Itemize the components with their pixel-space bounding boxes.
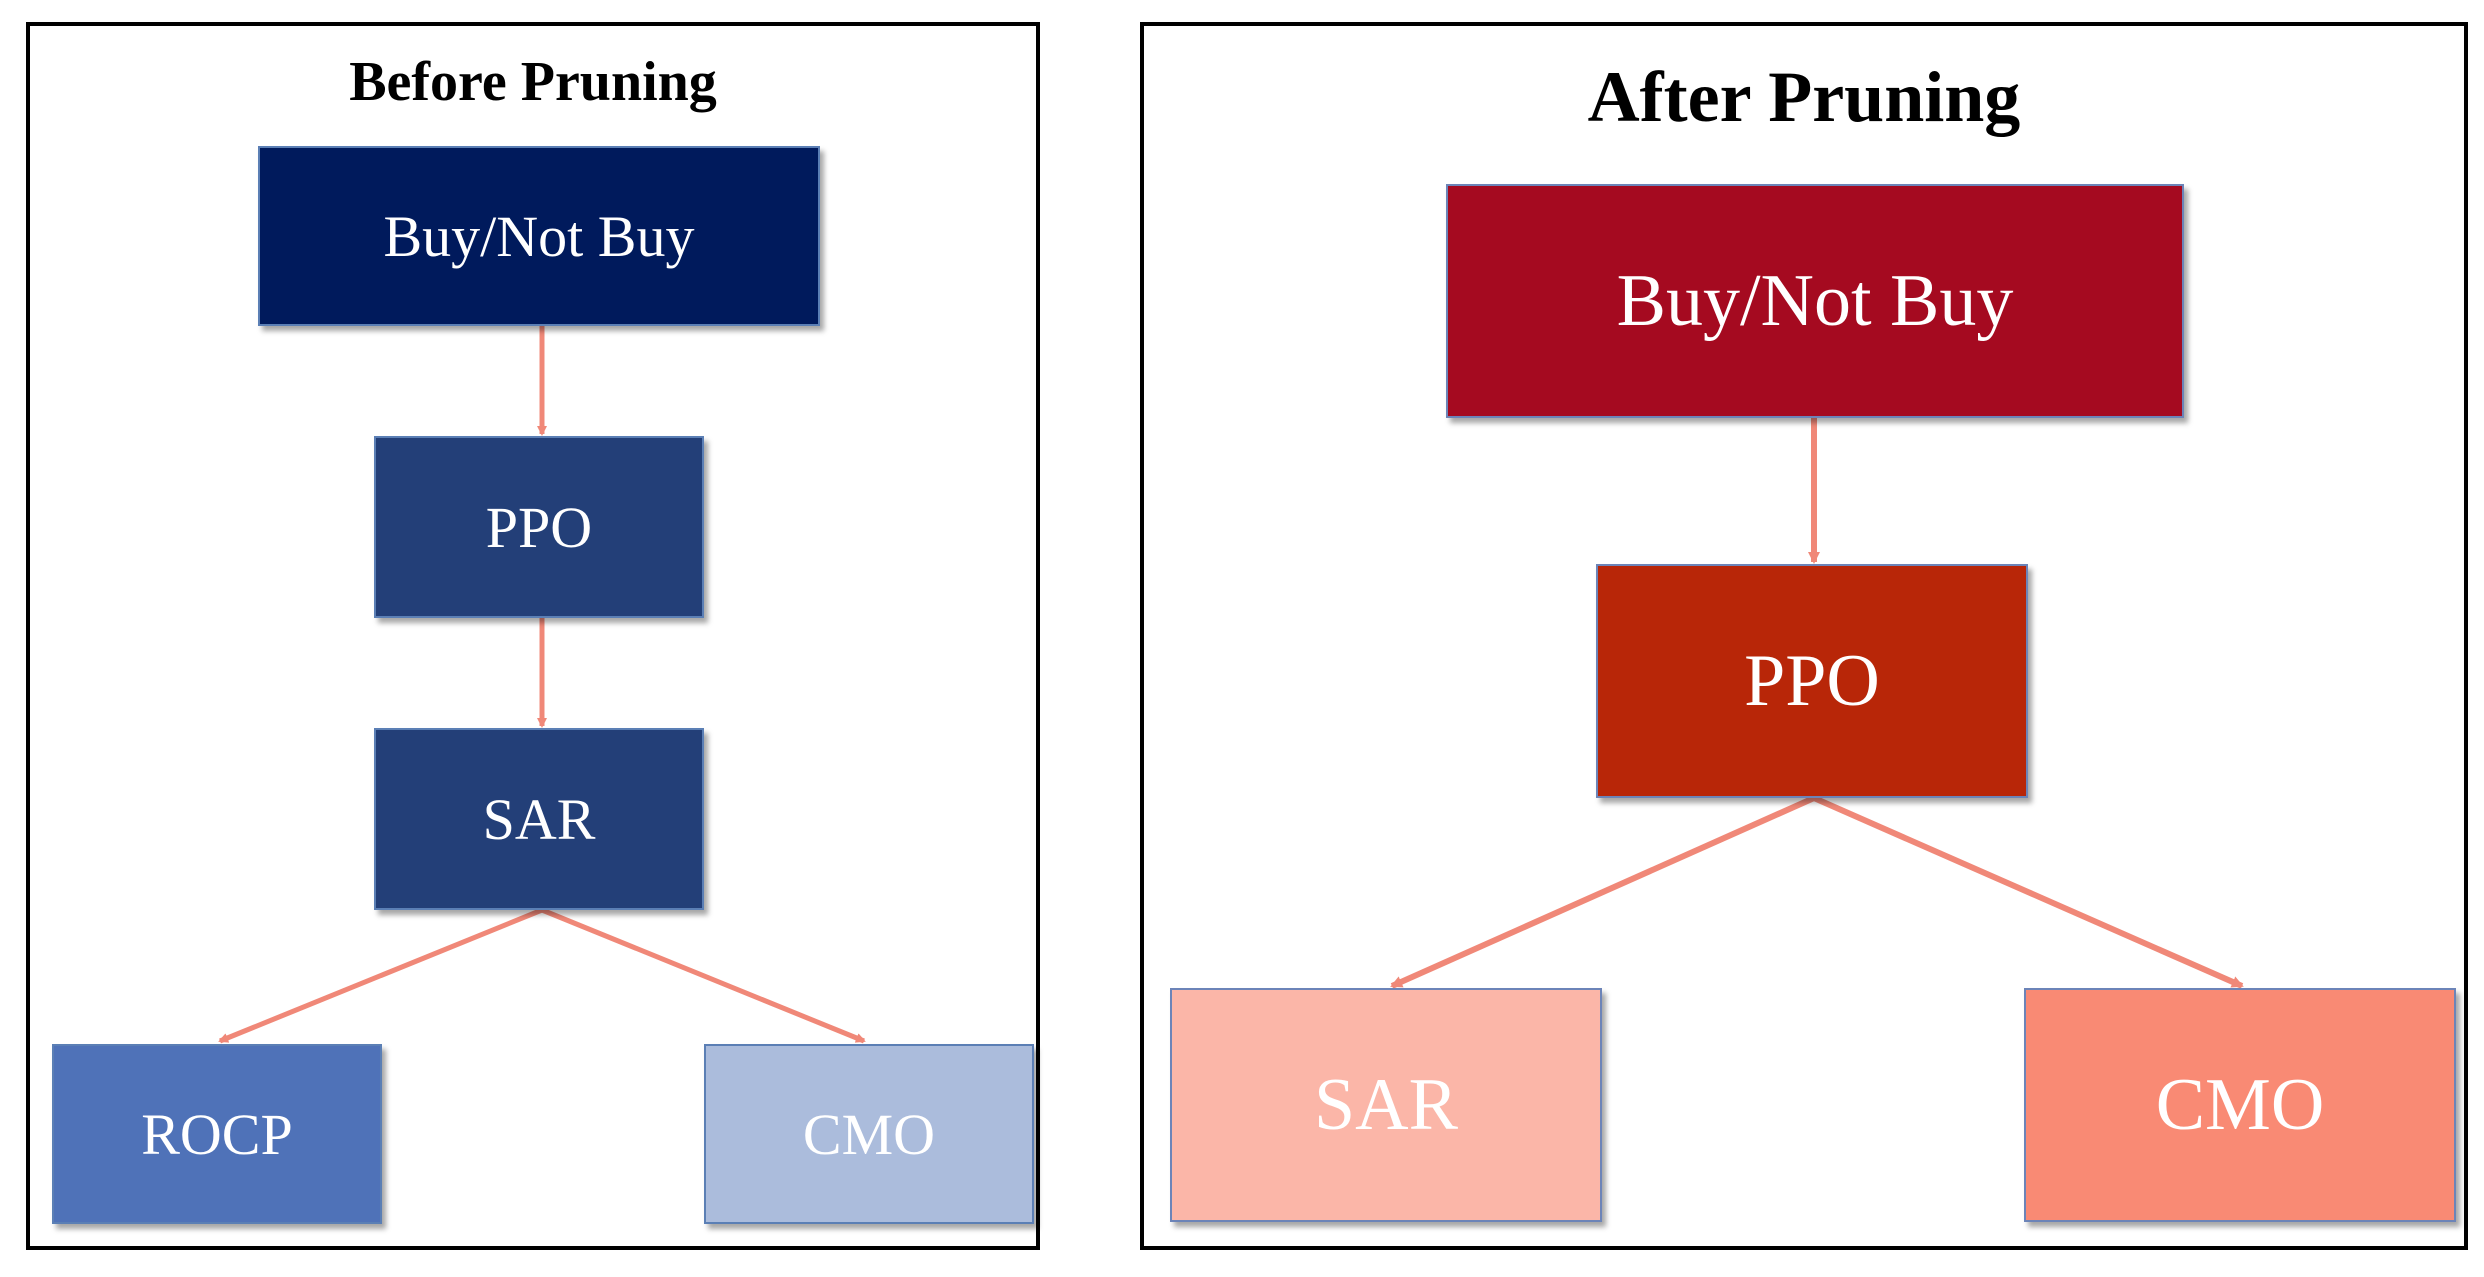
node-ppo: PPO (374, 436, 704, 618)
node-buy-not-buy: Buy/Not Buy (1446, 184, 2184, 418)
before-edges (218, 326, 866, 1044)
edge-sar-rocp (218, 907, 543, 1044)
node-rocp: ROCP (52, 1044, 382, 1224)
after-pruning-panel: After Pruning Buy/Not Buy PPO SAR CMO (1140, 22, 2468, 1250)
edge-ppo-sar (1390, 795, 1816, 989)
edge-ppo-cmo (1812, 795, 2244, 989)
node-sar: SAR (374, 728, 704, 910)
edge-sar-cmo (541, 907, 866, 1044)
node-cmo: CMO (704, 1044, 1034, 1224)
node-cmo: CMO (2024, 988, 2456, 1222)
after-edges (1390, 418, 2244, 989)
before-pruning-panel: Before Pruning Buy/Not Buy PPO SAR ROCP … (26, 22, 1040, 1250)
node-ppo: PPO (1596, 564, 2028, 798)
node-buy-not-buy: Buy/Not Buy (258, 146, 820, 326)
node-sar: SAR (1170, 988, 1602, 1222)
before-pruning-title: Before Pruning (349, 51, 717, 113)
after-pruning-title: After Pruning (1587, 57, 2021, 137)
